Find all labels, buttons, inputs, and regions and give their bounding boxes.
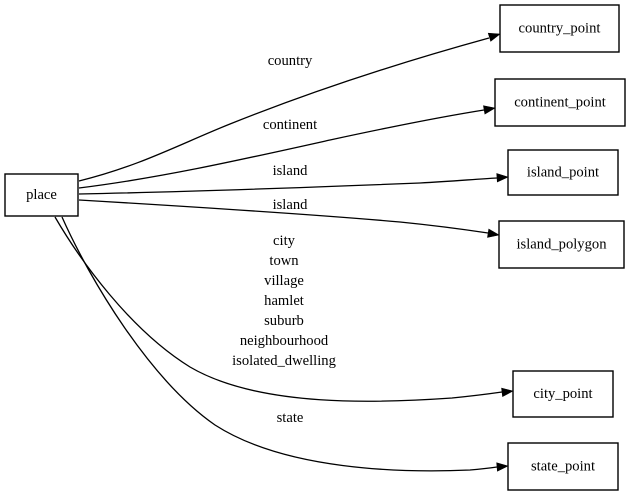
- node-label-state_point: state_point: [531, 458, 595, 474]
- node-place[interactable]: place: [4, 173, 79, 217]
- edge-label-line: neighbourhood: [240, 333, 329, 349]
- edge-place-to-state_point: [61, 216, 509, 472]
- node-label-place: place: [26, 187, 57, 203]
- arrowhead-icon: [487, 32, 501, 42]
- node-box-island_point[interactable]: [507, 149, 619, 196]
- edge-label-line: country: [268, 53, 313, 69]
- edge-line: [78, 177, 498, 195]
- edge-label-line: suburb: [264, 313, 304, 329]
- edge-label-line: state: [277, 410, 304, 426]
- arrowhead-icon: [483, 105, 496, 115]
- edge-line: [78, 109, 485, 189]
- arrowhead-icon: [487, 228, 500, 238]
- node-state_point[interactable]: state_point: [507, 442, 619, 491]
- arrowhead-icon: [496, 173, 509, 183]
- edges-layer: [54, 32, 514, 472]
- edge-label-edge-continent: continent: [263, 117, 317, 133]
- arrowhead-icon: [501, 387, 514, 397]
- edge-label-edge-country: country: [268, 53, 313, 69]
- edge-label-edge-island-point: island: [273, 163, 309, 179]
- node-box-island_polygon[interactable]: [498, 220, 625, 269]
- node-label-continent_point: continent_point: [514, 94, 606, 110]
- edge-labels-layer: country continent island island city town vill…: [232, 53, 336, 426]
- node-box-country_point[interactable]: [499, 4, 620, 53]
- nodes-layer: place country_point continent_point island_…: [4, 4, 626, 491]
- node-box-state_point[interactable]: [507, 442, 619, 491]
- edge-label-line: isolated_dwelling: [232, 353, 336, 369]
- node-country_point[interactable]: country_point: [499, 4, 620, 53]
- node-label-city_point: city_point: [533, 386, 592, 402]
- edge-line: [78, 199, 489, 234]
- edge-label-line: island: [273, 163, 309, 179]
- edge-place-to-island_polygon: [78, 199, 500, 238]
- edge-place-to-island_point: [78, 173, 509, 195]
- edge-label-edge-state: state: [277, 410, 304, 426]
- edge-line: [61, 216, 498, 472]
- node-continent_point[interactable]: continent_point: [494, 78, 626, 127]
- edge-label-line: island: [273, 197, 309, 213]
- edge-place-to-city_point: [54, 216, 514, 402]
- edge-label-edge-city: city town village hamlet suburb neighbourhood…: [232, 233, 336, 369]
- node-label-island_polygon: island_polygon: [517, 236, 608, 252]
- node-label-country_point: country_point: [519, 20, 601, 36]
- edge-label-line: town: [269, 253, 299, 269]
- edge-line: [54, 216, 503, 402]
- edge-place-to-country_point: [78, 32, 501, 182]
- node-label-island_point: island_point: [527, 164, 599, 180]
- edge-label-line: village: [264, 273, 304, 289]
- edge-line: [78, 37, 490, 182]
- edge-label-edge-island-polygon: island: [273, 197, 309, 213]
- node-box-city_point[interactable]: [512, 370, 614, 418]
- edge-label-line: hamlet: [264, 293, 304, 309]
- edge-label-line: continent: [263, 117, 317, 133]
- node-island_point[interactable]: island_point: [507, 149, 619, 196]
- edge-place-to-continent_point: [78, 105, 496, 189]
- node-island_polygon[interactable]: island_polygon: [498, 220, 625, 269]
- node-box-place[interactable]: [4, 173, 79, 217]
- edge-label-line: city: [273, 233, 296, 249]
- arrowhead-icon: [496, 462, 509, 472]
- node-city_point[interactable]: city_point: [512, 370, 614, 418]
- node-box-continent_point[interactable]: [494, 78, 626, 127]
